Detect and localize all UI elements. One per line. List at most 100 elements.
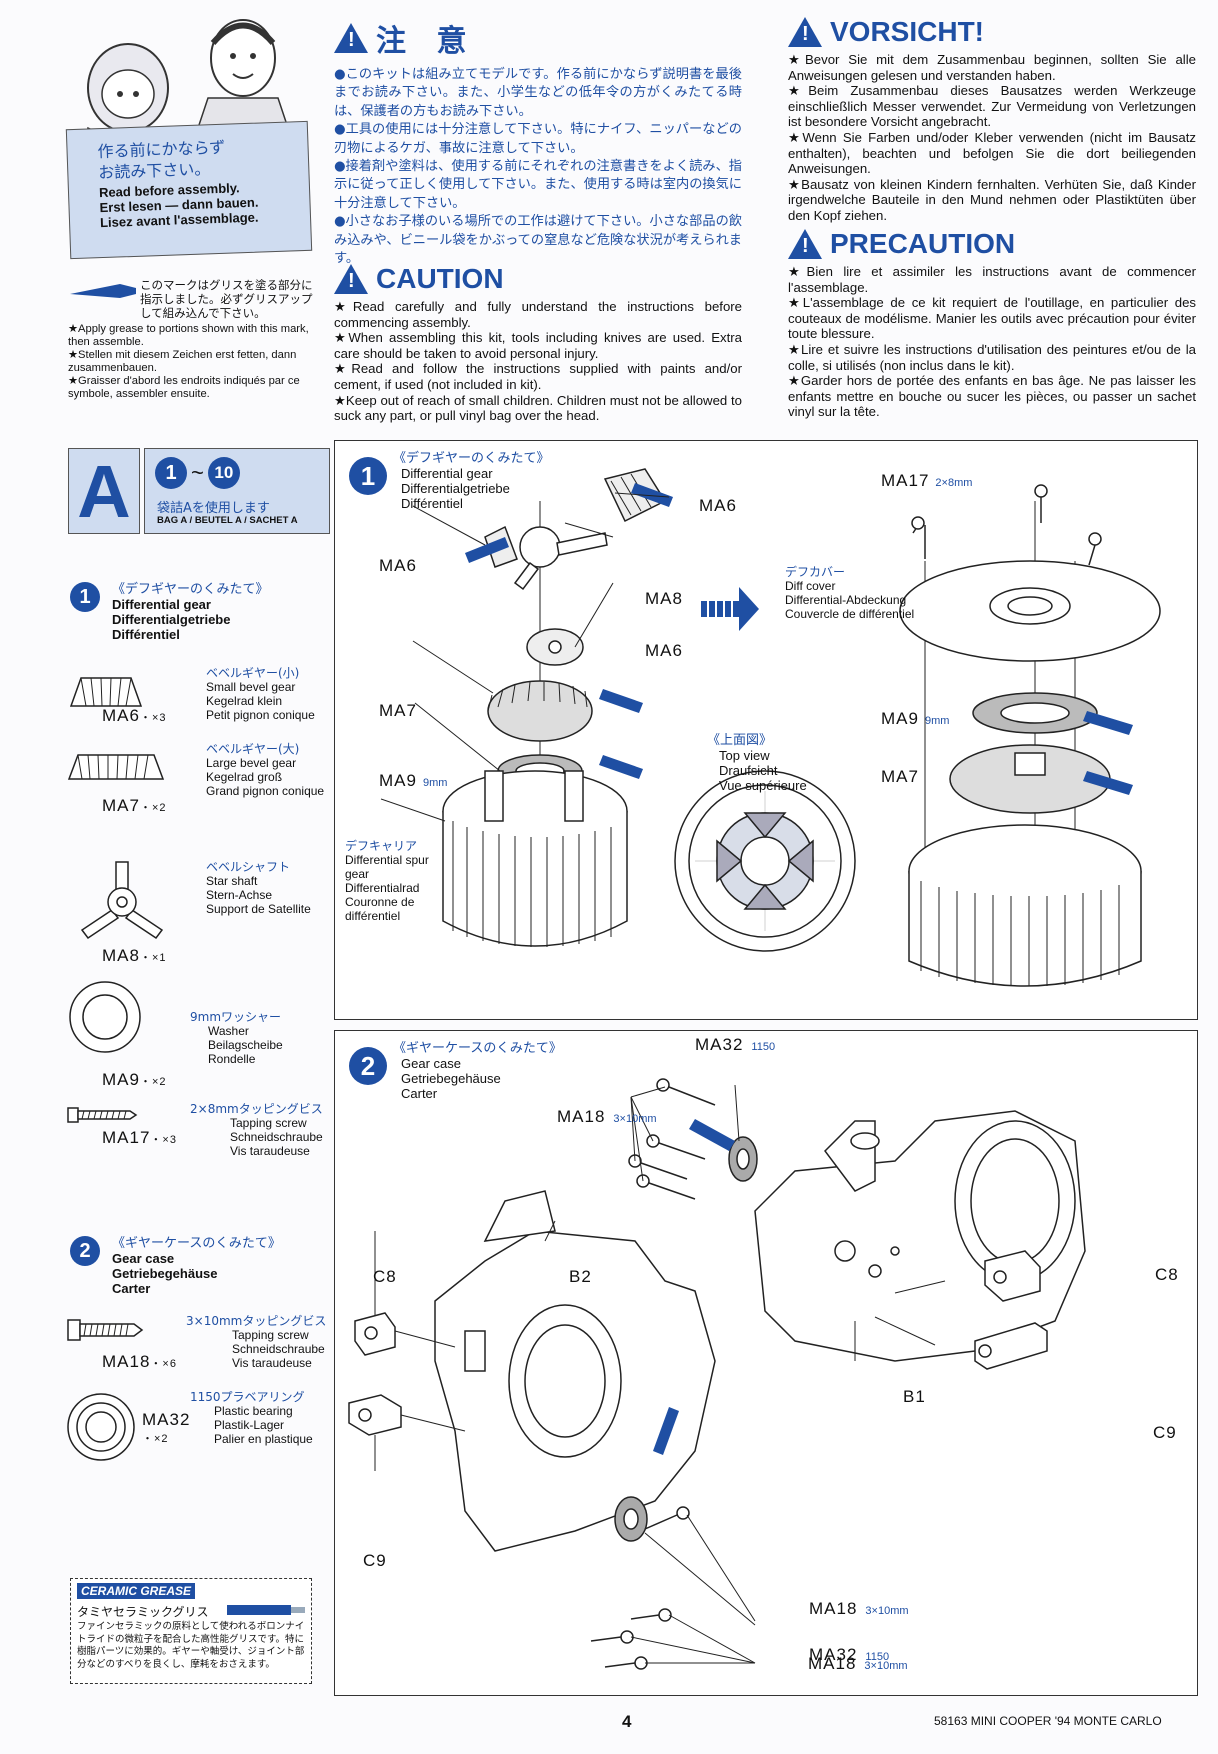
part-code-ma32: MA32・×2 [142, 1410, 191, 1445]
step-number-badge: 2 [349, 1047, 387, 1085]
tapping-screw-icon [67, 1107, 138, 1123]
part-code-ma17: MA17・×3 [102, 1128, 177, 1147]
chuui-section: ! 注 意 ●このキットは組み立てモデルです。作る前にかならず説明書を最後までお… [334, 16, 742, 268]
page-number: 4 [622, 1712, 632, 1731]
step2-diagram-frame: 2 《ギヤーケースのくみたて》 Gear case Getriebegehäus… [334, 1030, 1198, 1696]
step1-fr: Différentiel [112, 627, 180, 642]
small-bevel-gear-icon [69, 677, 143, 707]
part-code-ma7: MA7・×2 [102, 796, 167, 815]
tapping-screw-icon [67, 1319, 144, 1341]
part-code-ma9: MA9・×2 [102, 1070, 167, 1089]
step-number-badge: 2 [70, 1236, 100, 1266]
step-range-tilde: ~ [191, 460, 204, 485]
diagram1-en: Differential gear [401, 466, 493, 481]
bag-label: BAG A / BEUTEL A / SACHET A [157, 515, 298, 526]
step-from-badge: 1 [155, 457, 187, 489]
part-code-ma8: MA8・×1 [102, 946, 167, 965]
grease-note-de: ★Stellen mit diesem Zeichen erst fetten,… [68, 349, 297, 374]
footer-title: 58163 MINI COOPER '94 MONTE CARLO [934, 1714, 1162, 1728]
grease-note-en: ★Apply grease to portions shown with thi… [68, 323, 309, 348]
ceramic-grease-logo: CERAMIC GREASE [77, 1583, 196, 1599]
grease-tube-icon [227, 1605, 305, 1615]
diagram2-en: Gear case [401, 1056, 461, 1071]
warning-icon: ! [788, 17, 822, 47]
label-c9-left: C9 [363, 1551, 387, 1570]
ceramic-grease-body: ファインセラミックの原料として使われるボロンナイトライドの微粒子を配合した高性能… [77, 1621, 305, 1670]
chuui-body: ●このキットは組み立てモデルです。作る前にかならず説明書を最後までお読み下さい。… [334, 67, 742, 267]
label-b1: B1 [903, 1387, 926, 1406]
step-to-badge: 10 [207, 457, 240, 489]
grease-tube-icon [70, 284, 136, 298]
caution-heading: ! CAUTION [334, 263, 742, 295]
label-ma8: MA8 [645, 589, 683, 608]
label-c8-right: C8 [1155, 1265, 1179, 1284]
label-c8-left: C8 [373, 1267, 397, 1286]
warning-icon: ! [334, 264, 368, 294]
diagram1-jp: 《デフギヤーのくみたて》 [393, 451, 550, 466]
step2-en: Gear case [112, 1251, 175, 1266]
grease-note-fr: ★Graisser d'abord les endroits indiqués … [68, 375, 300, 400]
read-jp: 作る前にかならず お読み下さい。 [97, 137, 226, 183]
bag-info-box: 1 ~ 10 袋詰Aを使用します BAG A / BEUTEL A / SACH… [144, 448, 330, 534]
precaution-body: ★Bien lire et assimiler les instructions… [788, 264, 1196, 420]
step1-jp: 《デフギヤーのくみたて》 [112, 582, 269, 597]
caution-body: ★Read carefully and fully understand the… [334, 299, 742, 424]
vorsicht-section: ! VORSICHT! ★Bevor Sie mit dem Zusammenb… [788, 16, 1196, 224]
label-right-ma7: MA7 [881, 767, 919, 786]
step-number-badge: 1 [70, 582, 100, 612]
washer-icon [69, 981, 141, 1053]
ceramic-grease-jp-title: タミヤセラミックグリス [77, 1605, 209, 1619]
grease-note: このマークはグリスを塗る部分に指示しました。必ずグリスアップして組み込んで下さい… [68, 278, 318, 401]
warning-icon: ! [788, 229, 822, 259]
ceramic-grease-box: CERAMIC GREASE タミヤセラミックグリス ファインセラミックの原料と… [70, 1578, 312, 1684]
label-c9-right: C9 [1153, 1423, 1177, 1442]
label-ma6-mid: MA6 [645, 641, 683, 660]
diagram1-de: Differentialgetriebe [401, 481, 510, 496]
vorsicht-body: ★Bevor Sie mit dem Zusammenbau beginnen,… [788, 52, 1196, 223]
warning-icon: ! [334, 23, 368, 53]
diagram2-de: Getriebegehäuse [401, 1071, 501, 1086]
step1-en: Differential gear [112, 597, 211, 612]
diagram2-fr: Carter [401, 1086, 438, 1101]
precaution-title: PRECAUTION [830, 228, 1016, 259]
step2-de: Getriebegehäuse [112, 1266, 218, 1281]
gear-case-exploded-drawing [348, 1078, 1086, 1670]
diff-exploded-drawing [380, 468, 1161, 987]
part-code-ma6: MA6・×3 [102, 706, 167, 725]
part-code-ma18: MA18・×6 [102, 1352, 177, 1371]
caution-section: ! CAUTION ★Read carefully and fully unde… [334, 263, 742, 424]
bag-letter: A [77, 449, 131, 533]
grease-note-jp: このマークはグリスを塗る部分に指示しました。必ずグリスアップして組み込んで下さい… [140, 278, 313, 320]
star-shaft-icon [80, 861, 164, 940]
label-ma6-top: MA6 [699, 496, 737, 515]
step1-diagram-frame: 1 《デフギヤーのくみたて》 Differential gear Differe… [334, 440, 1198, 1020]
diagram2-jp: 《ギヤーケースのくみたて》 [393, 1041, 562, 1056]
chuui-heading: ! 注 意 [334, 16, 742, 60]
precaution-section: ! PRECAUTION ★Bien lire et assimiler les… [788, 228, 1196, 420]
chuui-title: 注 意 [376, 24, 477, 59]
vorsicht-heading: ! VORSICHT! [788, 16, 1196, 48]
label-b2: B2 [569, 1267, 592, 1286]
precaution-heading: ! PRECAUTION [788, 228, 1196, 260]
plastic-bearing-icon [67, 1393, 135, 1461]
step2-jp: 《ギヤーケースのくみたて》 [112, 1236, 281, 1251]
read-before-board: 作る前にかならず お読み下さい。 Read before assembly. E… [65, 120, 313, 260]
step1-de: Differentialgetriebe [112, 612, 231, 627]
large-bevel-gear-icon [67, 754, 165, 780]
vorsicht-title: VORSICHT! [830, 16, 984, 47]
